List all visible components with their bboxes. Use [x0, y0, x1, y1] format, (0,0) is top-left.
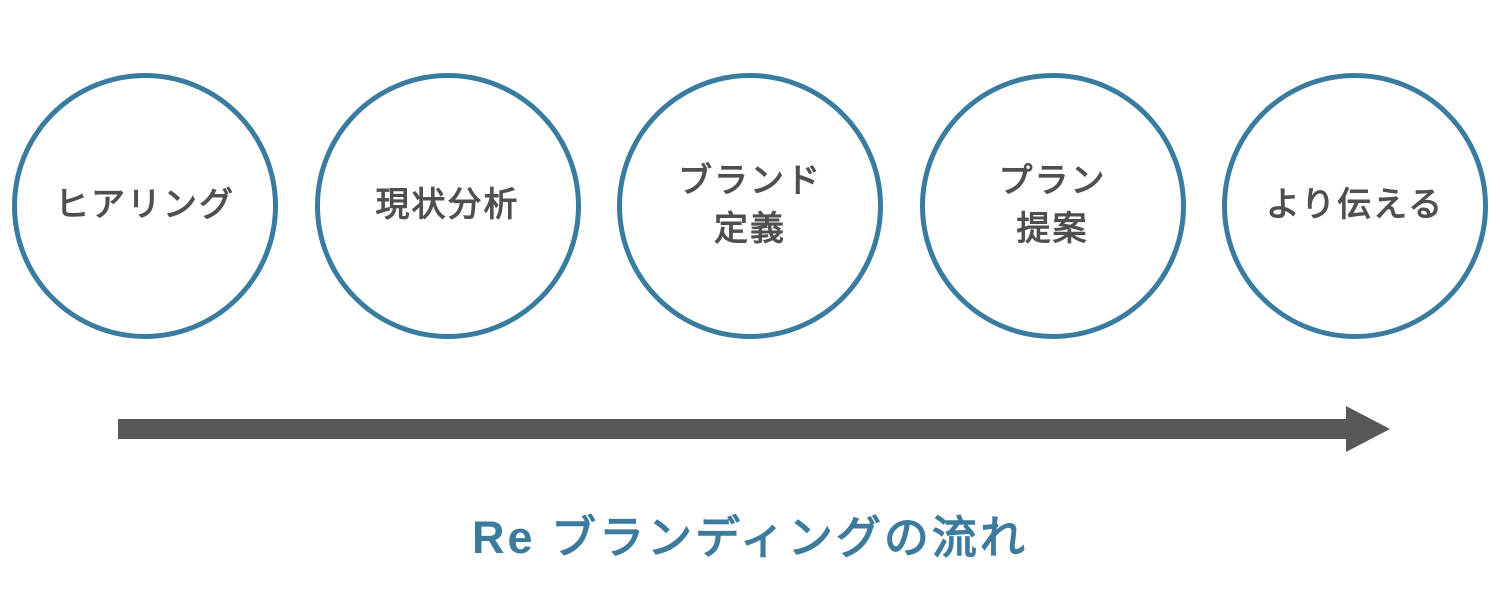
flow-steps-row: ヒアリング 現状分析 ブランド 定義 プラン 提案 より伝える: [12, 73, 1488, 339]
step-label: ブランド 定義: [678, 162, 822, 248]
step-circle-brand-definition: ブランド 定義: [617, 73, 883, 339]
diagram-title: Re ブランディングの流れ: [472, 512, 1028, 563]
arrow-shaft: [118, 419, 1346, 439]
flow-arrow-icon: [118, 406, 1390, 452]
step-circle-hearing: ヒアリング: [12, 73, 278, 339]
step-circle-current-analysis: 現状分析: [314, 73, 581, 339]
step-circle-convey-more: より伝える: [1222, 73, 1488, 339]
step-circle-plan-proposal: プラン 提案: [919, 73, 1186, 339]
step-label: より伝える: [1265, 186, 1445, 225]
step-label: プラン 提案: [998, 162, 1107, 248]
step-label: ヒアリング: [55, 186, 235, 225]
step-label: 現状分析: [375, 186, 520, 225]
arrow-head-icon: [1346, 406, 1390, 452]
